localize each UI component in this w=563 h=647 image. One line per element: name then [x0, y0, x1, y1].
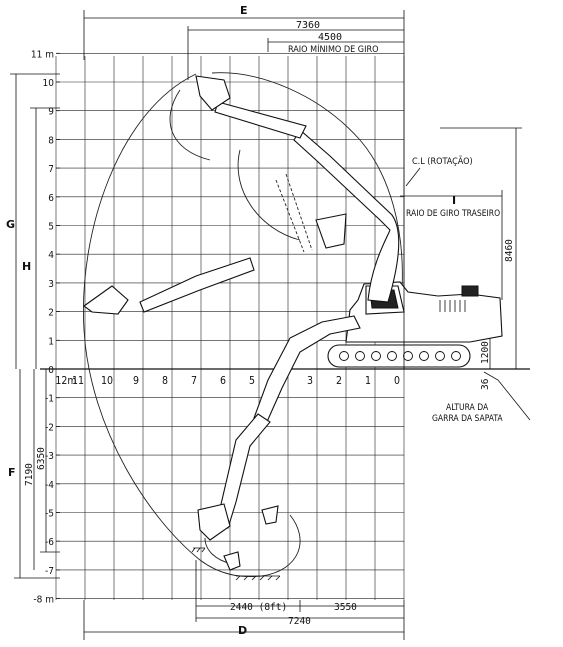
y-tick-label: 2 [48, 308, 54, 319]
y-tick-label: -6 [45, 537, 54, 548]
outer-reach-envelope [82, 72, 403, 577]
excavator [83, 75, 503, 571]
dimension-text: E 7360 4500 RAIO MÍNIMO DE GIRO G H F D … [6, 4, 515, 637]
retracted-arm [275, 173, 313, 253]
y-tick-label: 0 [48, 365, 54, 376]
dim-letter-d: D [238, 624, 247, 637]
label-min-swing-radius: RAIO MÍNIMO DE GIRO [288, 43, 378, 55]
label-grouser-height-line1: ALTURA DA [446, 403, 489, 413]
x-tick-label: 2 [336, 375, 342, 387]
x-tick-label: 3 [307, 375, 313, 387]
y-tick-label: 6 [48, 193, 54, 204]
track-roller [339, 351, 349, 361]
dim-letter-f: F [8, 466, 16, 479]
bottom-bucket [223, 551, 241, 571]
dim-value-8460: 8460 [504, 239, 515, 262]
track-roller [419, 351, 429, 361]
working-envelope [82, 72, 403, 581]
upper-bucket-alt [315, 213, 347, 249]
y-tick-label: 8 [48, 135, 54, 146]
dim-value-36: 36 [480, 378, 491, 390]
x-tick-label: 5 [249, 375, 255, 387]
y-tick-label: 7 [48, 164, 54, 175]
lower-bucket-alt [261, 505, 279, 525]
x-tick-label: 7 [191, 375, 197, 387]
lower-bucket [197, 503, 231, 541]
y-tick-label: -2 [45, 422, 54, 433]
max-depth-hatch [235, 575, 281, 581]
upper-bucket [195, 75, 231, 111]
track-roller [371, 351, 381, 361]
exhaust [461, 285, 479, 297]
y-tick-label: 9 [48, 107, 54, 118]
dim-value-7360: 7360 [296, 20, 320, 31]
track-roller [451, 351, 461, 361]
dim-letter-i: I [452, 194, 456, 207]
horizontal-boom [139, 257, 255, 313]
x-tick-label: 6 [220, 375, 226, 387]
label-centerline: C.L (ROTAÇÃO) [412, 156, 473, 167]
upper-arm [214, 101, 307, 139]
track-roller [435, 351, 445, 361]
vertical-wall-hatch [191, 547, 206, 553]
dim-value-2440: 2440 (8ft) [230, 602, 287, 613]
y-tick-label: -4 [45, 480, 54, 491]
y-tick-label: -7 [45, 566, 54, 577]
horizontal-bucket [83, 285, 129, 315]
x-tick-label: 1 [365, 375, 371, 387]
y-tick-label: 3 [48, 279, 54, 290]
y-tick-label: 4 [48, 250, 54, 261]
lower-boom [253, 315, 361, 425]
engine-grille [439, 300, 466, 312]
x-tick-label: 10 [101, 375, 113, 387]
y-tick-label: -3 [45, 451, 54, 462]
x-tick-label: 8 [162, 375, 168, 387]
x-tick-label: 11 [72, 375, 84, 387]
track-roller [387, 351, 397, 361]
track-roller [355, 351, 365, 361]
y-tick-label: -5 [45, 509, 54, 520]
label-rear-swing-radius: RAIO DE GIRO TRASEIRO [406, 209, 500, 219]
y-tick-label: 1 [48, 336, 54, 347]
dim-value-1200: 1200 [480, 341, 491, 364]
dim-value-7190: 7190 [24, 463, 35, 486]
track-roller [403, 351, 413, 361]
dimension-lines [10, 10, 531, 640]
y-tick-label: -1 [45, 394, 54, 405]
x-tick-label: 12m [55, 375, 76, 387]
dim-letter-h: H [22, 260, 31, 273]
dim-value-7240: 7240 [288, 616, 311, 627]
label-grouser-height-line2: GARRA DA SAPATA [432, 414, 503, 424]
track-rollers [339, 351, 461, 361]
dim-value-4500: 4500 [318, 32, 342, 43]
y-tick-label: -8 m [33, 595, 54, 606]
y-tick-label: 5 [48, 222, 54, 233]
x-tick-label: 0 [394, 375, 400, 387]
x-tick-label: 9 [133, 375, 139, 387]
dim-letter-e: E [240, 4, 248, 17]
dim-letter-g: G [6, 218, 15, 231]
dim-value-3550: 3550 [334, 602, 357, 613]
crawler-track [327, 344, 471, 368]
dim-value-6350: 6350 [36, 447, 47, 470]
y-tick-label: 11 m [31, 49, 54, 60]
horizontal-axis: 12m11109876543210 [55, 375, 400, 387]
y-tick-label: 10 [43, 78, 55, 89]
